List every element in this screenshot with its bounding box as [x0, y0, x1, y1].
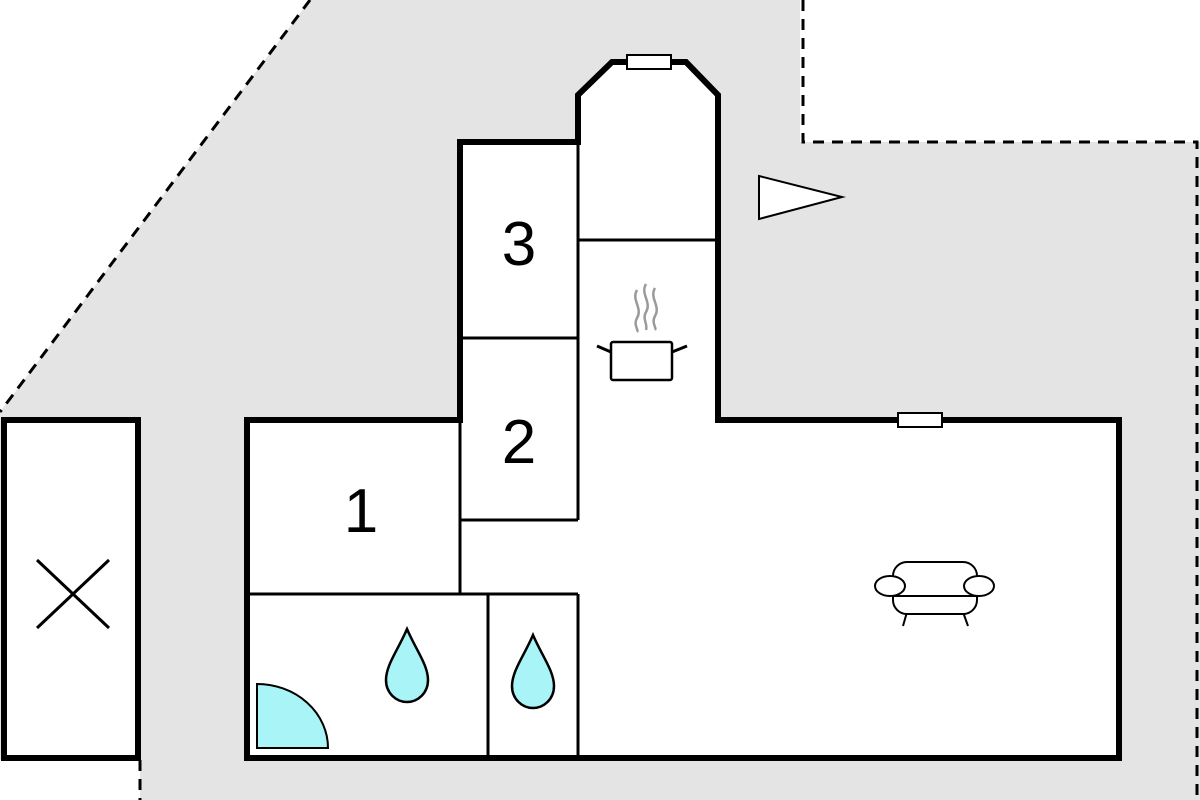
parking-cross-icon — [35, 558, 111, 630]
window-top — [626, 54, 672, 70]
room-label-1: 1 — [344, 477, 378, 546]
armchair-icon — [874, 561, 995, 627]
window-right — [897, 412, 943, 428]
shower-quarter-circle-icon — [256, 682, 330, 749]
water-drop-icon — [510, 631, 556, 710]
parking-area — [1, 417, 141, 761]
cooking-pot-icon — [596, 283, 688, 382]
property-boundary-right — [801, 0, 1199, 800]
room-label-3: 3 — [502, 210, 536, 279]
room-label-2: 2 — [502, 408, 536, 477]
interior-walls — [247, 142, 718, 758]
property-boundary-diagonal — [0, 0, 312, 413]
water-drop-icon — [384, 625, 430, 704]
entrance-flag-icon — [758, 174, 846, 221]
